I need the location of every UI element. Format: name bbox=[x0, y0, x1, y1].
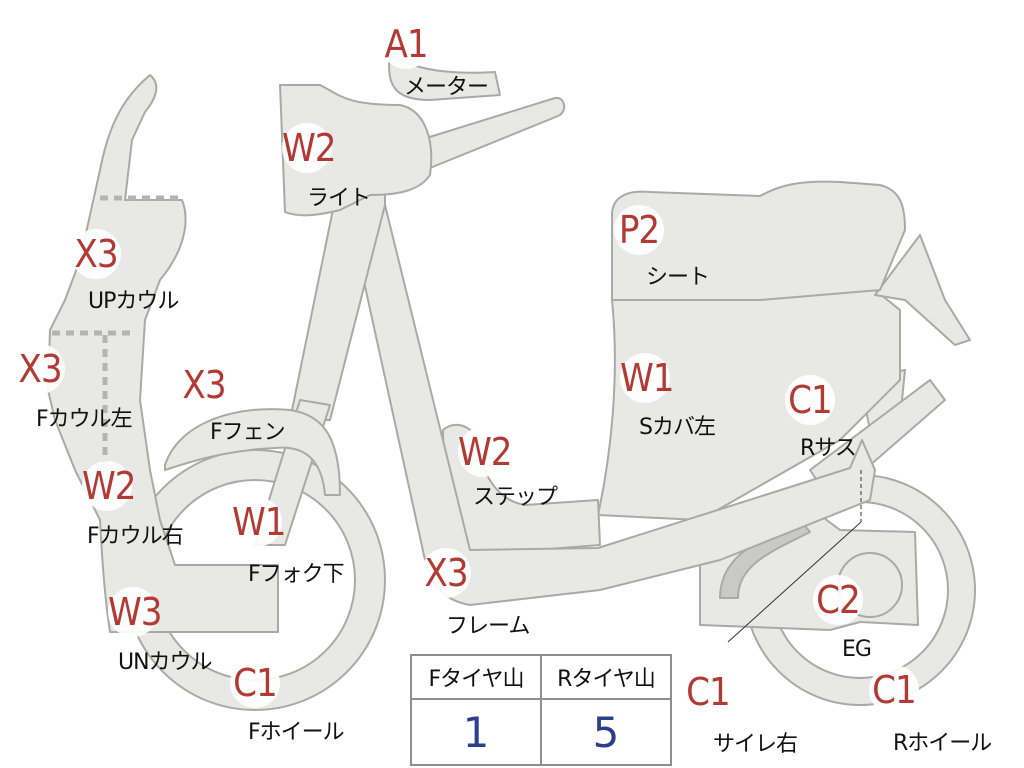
engine-label: EG bbox=[842, 637, 872, 662]
light-grade: W2 bbox=[282, 123, 337, 173]
up-cowl-label: UPカウル bbox=[88, 289, 179, 314]
seat-shape bbox=[611, 180, 906, 301]
tire-tread-table: Fタイヤ山 Rタイヤ山 1 5 bbox=[410, 654, 672, 766]
handlebar-shape bbox=[419, 96, 566, 169]
r-suspension-grade: C1 bbox=[785, 375, 835, 425]
un-cowl-label: UNカウル bbox=[118, 650, 213, 675]
tire-table-value-row: 1 5 bbox=[410, 698, 672, 766]
f-fork-lower-grade: W1 bbox=[232, 497, 287, 547]
f-cowl-left-grade: X3 bbox=[15, 344, 65, 394]
frame-grade: X3 bbox=[421, 548, 471, 598]
up-cowl-grade: X3 bbox=[71, 229, 121, 279]
r-wheel-grade: C1 bbox=[869, 665, 919, 715]
tire-table-header-row: Fタイヤ山 Rタイヤ山 bbox=[410, 654, 672, 700]
rear-tire-value: 5 bbox=[540, 698, 672, 766]
step-grade: W2 bbox=[458, 427, 513, 477]
f-cowl-right-label: Fカウル右 bbox=[87, 524, 184, 549]
light-label: ライト bbox=[307, 186, 371, 211]
side-cover-shape bbox=[597, 289, 901, 521]
seat-grade: P2 bbox=[614, 205, 664, 255]
muffler-leader bbox=[727, 521, 862, 643]
frame-label: フレーム bbox=[446, 614, 530, 639]
step-label: ステップ bbox=[473, 485, 558, 510]
front-fender-shape bbox=[164, 408, 341, 496]
meter-label: メーター bbox=[404, 75, 489, 100]
meter-grade: A1 bbox=[381, 19, 431, 69]
headlight-shape bbox=[279, 84, 433, 217]
f-wheel-grade: C1 bbox=[230, 658, 280, 708]
front-tire-header: Fタイヤ山 bbox=[410, 654, 542, 700]
front-tire-value: 1 bbox=[410, 698, 542, 766]
rear-tire-header: Rタイヤ山 bbox=[540, 654, 672, 700]
f-cowl-right-grade: W2 bbox=[82, 461, 137, 511]
engine-grade: C2 bbox=[813, 575, 863, 625]
muffler-right-label: サイレ右 bbox=[713, 732, 798, 757]
r-wheel-label: Rホイール bbox=[893, 731, 992, 756]
r-suspension-label: Rサス bbox=[800, 436, 857, 461]
un-cowl-grade: W3 bbox=[108, 587, 163, 637]
f-wheel-label: Fホイール bbox=[248, 720, 345, 745]
f-cowl-left-label: Fカウル左 bbox=[36, 407, 133, 432]
muffler-right-grade: C1 bbox=[683, 667, 733, 717]
f-fork-lower-label: Fフォク下 bbox=[248, 562, 345, 587]
seat-label: シート bbox=[646, 265, 710, 290]
s-cover-left-grade: W1 bbox=[620, 353, 675, 403]
s-cover-left-label: Sカバ左 bbox=[639, 415, 716, 440]
f-fender-label: Fフェン bbox=[210, 420, 286, 445]
f-fender-grade: X3 bbox=[179, 360, 229, 410]
tail-shape bbox=[874, 234, 971, 346]
